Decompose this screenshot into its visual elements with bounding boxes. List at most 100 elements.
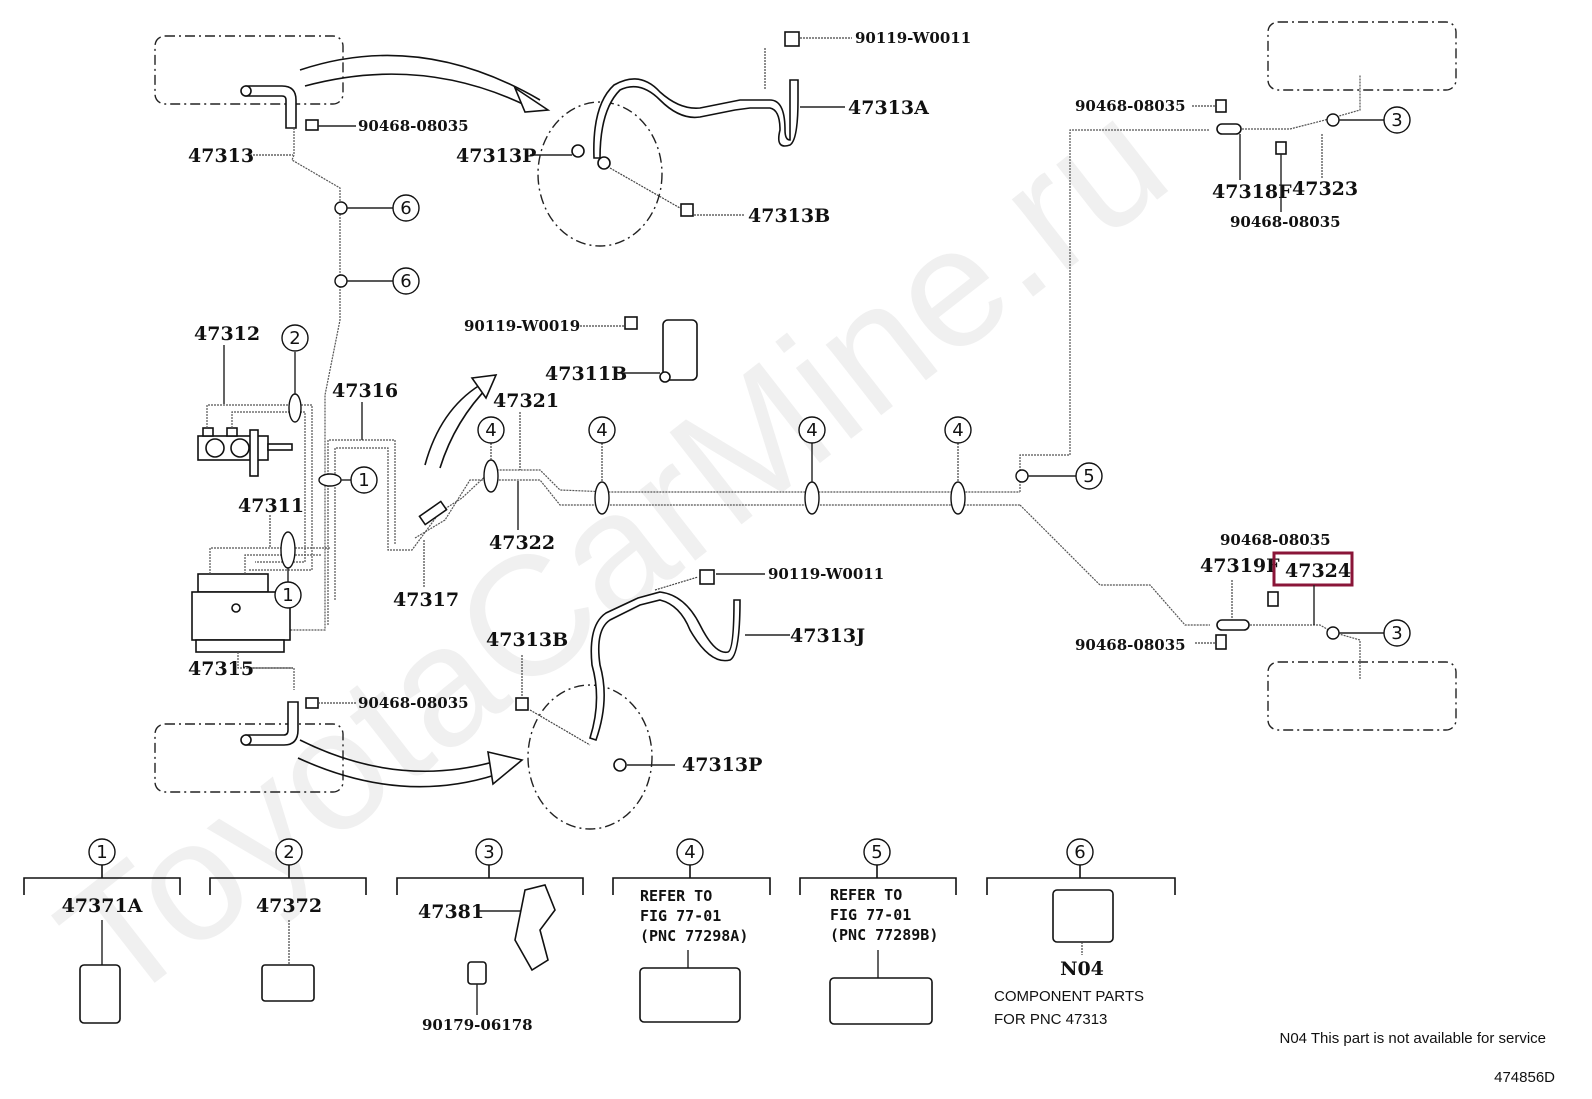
part-number-label: 47317 xyxy=(393,589,459,611)
callout-47321[interactable]: 47321 xyxy=(493,390,559,470)
callout-47315[interactable]: 47315 xyxy=(188,658,293,680)
part-number-label: 90119-W0011 xyxy=(768,565,884,583)
callout-90468-08035-rl-b[interactable]: 90468-08035 xyxy=(1075,634,1227,654)
arrow-head xyxy=(470,374,498,400)
ref-circle xyxy=(281,324,309,352)
callout-90468-08035-rr-a[interactable]: 90468-08035 xyxy=(1075,97,1227,115)
legend-item-2[interactable]: 2 47372 xyxy=(209,838,367,1002)
callout-47313B-front[interactable]: 47313B xyxy=(694,205,830,227)
callout-top-left-clip[interactable]: 90468-08035 xyxy=(305,117,469,135)
callout-90119-W0011-front[interactable]: 90119-W0011 xyxy=(800,29,971,47)
part-number-label: 90468-08035 xyxy=(1075,636,1186,654)
tube-47313-path xyxy=(290,128,341,631)
ref-circle xyxy=(1075,462,1103,490)
tube-47316-path xyxy=(334,447,1020,600)
ref-circle xyxy=(1383,619,1411,647)
actuator-base xyxy=(195,639,285,653)
clamp-point xyxy=(1326,626,1340,640)
ref-marker-3-rl[interactable]: 3 xyxy=(1326,619,1411,647)
ref-marker-5[interactable]: 5 xyxy=(1015,462,1103,490)
callout-47311B[interactable]: 47311B xyxy=(545,363,660,385)
legend-refer-line: FIG 77-01 xyxy=(640,907,721,925)
hose-47318F-shape xyxy=(1216,123,1242,135)
part-number-label: 47323 xyxy=(1292,178,1358,200)
tube-47324-path xyxy=(1250,624,1361,680)
part-number-label: 47313P xyxy=(682,754,762,776)
ref-marker-4c[interactable]: 4 xyxy=(798,416,826,515)
legend-item-1[interactable]: 1 47371A xyxy=(23,838,181,1024)
ref-marker-4d[interactable]: 4 xyxy=(944,416,972,515)
clamp-point xyxy=(804,481,820,515)
ref-marker-1a[interactable]: 1 xyxy=(274,531,302,609)
callout-47313P-rear[interactable]: 47313P xyxy=(627,754,762,776)
callout-90119-W0011-rear[interactable]: 90119-W0011 xyxy=(716,565,884,583)
direction-arrow xyxy=(299,54,541,101)
ref-marker-4a[interactable]: 4 xyxy=(477,416,505,493)
callout-bottom-left-clip[interactable]: 90468-08035 xyxy=(305,694,469,712)
clip-p-shape xyxy=(571,144,585,158)
legend-item-5[interactable]: 5 REFER TO FIG 77-01 (PNC 77289B) xyxy=(799,838,957,1025)
callout-47313J[interactable]: 47313J xyxy=(745,625,865,647)
main-line-lower xyxy=(414,479,1020,539)
actuator-top xyxy=(197,573,269,593)
ref-marker-3-rr[interactable]: 3 xyxy=(1326,106,1411,134)
callout-47322[interactable]: 47322 xyxy=(489,481,555,554)
part-number-label: 47311B xyxy=(545,363,627,385)
arrow-head xyxy=(513,85,551,113)
callout-90119-W0019[interactable]: 90119-W0019 xyxy=(464,317,624,335)
legend-item-4[interactable]: 4 REFER TO FIG 77-01 (PNC 77298A) xyxy=(612,838,771,1023)
legend-bracket xyxy=(396,865,584,895)
part-number-label: 47324 xyxy=(1285,560,1351,582)
ref-marker-6b[interactable]: 6 xyxy=(334,267,420,295)
legend-item-3[interactable]: 3 47381 90179-06178 xyxy=(396,838,584,1034)
union-bolt-shape xyxy=(699,569,715,585)
legend-refer-line: REFER TO xyxy=(830,886,902,904)
tube-47311-path-b xyxy=(244,554,322,574)
callout-47313B-rear[interactable]: 47313B xyxy=(486,629,568,696)
ref-marker-1b[interactable]: 1 xyxy=(318,466,378,494)
ref-circle xyxy=(798,416,826,444)
brake-caliper-outline xyxy=(537,101,663,247)
clip-icon xyxy=(305,119,319,131)
callout-90468-08035-rr-b[interactable]: 90468-08035 xyxy=(1230,141,1341,231)
ref-circle xyxy=(392,267,420,295)
clamp-47371A-icon xyxy=(79,964,121,1024)
clamp-point xyxy=(1326,113,1340,127)
hose-fitting-shape xyxy=(245,85,297,129)
bracket-47381-icon xyxy=(514,884,556,972)
union-bolt-shape xyxy=(784,31,800,47)
callout-47323[interactable]: 47323 xyxy=(1292,134,1358,200)
ref-number: 2 xyxy=(289,328,300,349)
legend-item-6[interactable]: 6 N04 COMPONENT PARTS FOR PNC 47313 xyxy=(986,838,1176,1028)
callout-47318F[interactable]: 47318F xyxy=(1212,134,1292,203)
callout-47313[interactable]: 47313 xyxy=(188,145,293,167)
callout-47316[interactable]: 47316 xyxy=(332,380,398,440)
legend-part-label: 47372 xyxy=(256,895,322,917)
footnote-text: N04 This part is not available for servi… xyxy=(1279,1030,1546,1047)
callout-47311[interactable]: 47311 xyxy=(238,495,304,548)
ref-circle xyxy=(392,194,420,222)
abs-actuator-group xyxy=(191,573,291,653)
ref-marker-4b[interactable]: 4 xyxy=(588,416,616,515)
part-number-label: 47313B xyxy=(748,205,830,227)
part-number-label: 90119-W0011 xyxy=(855,29,971,47)
fitting-end xyxy=(240,85,252,97)
callout-47313P-front[interactable]: 47313P xyxy=(456,145,572,167)
hose-47313A-shape xyxy=(593,78,799,159)
callout-47317[interactable]: 47317 xyxy=(393,540,459,611)
callout-47319F[interactable]: 47319F xyxy=(1200,555,1280,620)
callout-90468-08035-rl-a[interactable]: 90468-08035 xyxy=(1220,531,1331,549)
bolt-head-shape xyxy=(680,203,694,217)
ref-marker-6a[interactable]: 6 xyxy=(334,194,420,222)
flange-shape xyxy=(249,429,259,477)
callout-47324-highlighted[interactable]: 47324 xyxy=(1272,551,1354,625)
ref-number: 3 xyxy=(1391,623,1402,644)
tube-47312-path-a xyxy=(206,404,313,571)
ref-marker-2[interactable]: 2 xyxy=(281,324,309,423)
master-cylinder-group xyxy=(197,427,293,477)
callout-47312[interactable]: 47312 xyxy=(194,323,260,404)
ref-circle xyxy=(944,416,972,444)
ref-number: 1 xyxy=(96,842,107,863)
direction-arrow-inner xyxy=(297,757,496,788)
callout-47313A[interactable]: 47313A xyxy=(800,97,929,119)
